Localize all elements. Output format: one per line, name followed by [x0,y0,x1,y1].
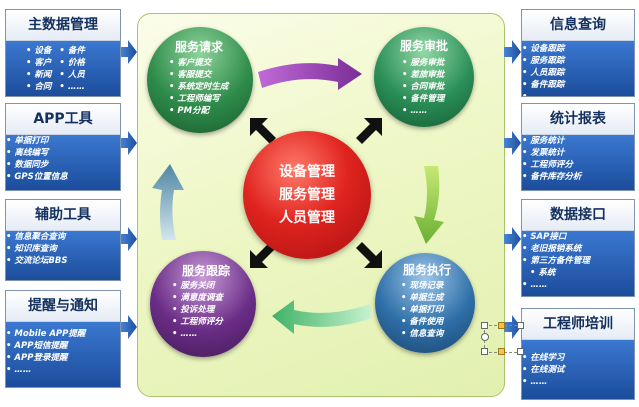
list-item: APP短信提醒 [6,340,120,352]
list-item: 现场记录 [401,280,443,292]
selection-handles[interactable] [481,322,524,355]
box-title: 辅助工具 [6,200,120,231]
right-connector-arrows [504,40,521,339]
list-item: 单据生成 [401,292,443,304]
list-item: 客户 [26,57,51,69]
list-item: 第三方备件管理 [522,255,634,267]
list-item: 在线测试 [522,364,634,376]
stage-title: 服务跟踪 [182,264,231,278]
list-item: 工程师编写 [169,93,228,105]
list-item: …… [59,81,85,93]
list-item: 备件 [59,45,85,57]
center-line: 服务管理 [279,187,335,203]
center-core: 设备管理 服务管理 人员管理 [243,131,371,259]
list-item: 工程师评分 [172,316,223,328]
cycle-arrow-left [152,164,184,240]
list-item: 设备跟踪 [522,43,634,55]
inward-arrows [250,118,382,268]
list-item: GPS位置信息 [6,171,120,183]
list-item: 老旧报销系统 [522,243,634,255]
stage-title: 服务审批 [400,39,449,53]
list-item: 人员 [59,69,85,81]
list-item: 备件库存分析 [522,171,634,183]
list-item: …… [402,105,444,117]
cycle-arrow-top [258,58,362,90]
box-reminders: 提醒与通知 Mobile APP提醒 APP短信提醒 APP登录提醒 …… [5,290,121,388]
list-item: 服务关闭 [172,280,223,292]
list-item: 服务统计 [522,135,634,147]
left-connector-arrows [120,40,137,339]
list-item: 备件管理 [402,93,444,105]
box-title: 数据接口 [522,200,634,231]
list-item: 离线编写 [6,147,120,159]
box-reports: 统计报表 服务统计 发票统计 工程师评分 备件库存分析 [521,103,635,191]
stage-approve: 服务审批 服务审批 差旅审批 合同审批 备件管理 …… [374,27,474,127]
list-item: 合同审批 [402,81,444,93]
list-item: 价格 [59,57,85,69]
center-line: 人员管理 [279,210,335,226]
list-item: 新闻 [26,69,51,81]
cycle-arrow-right [414,166,444,244]
stage-title: 服务执行 [403,263,452,277]
list-item: 人员跟踪 [522,67,634,79]
box-title: APP工具 [6,104,120,135]
list-item: 满意度调查 [172,292,223,304]
list-item: SAP接口 [522,231,634,243]
list-item: 发票统计 [522,147,634,159]
box-master-data: 主数据管理 设备 客户 新闻 合同 备件 价格 人员 …… [5,9,121,97]
stage-request: 服务请求 客户提交 客服提交 系统定时生成 工程师编写 PM分配 [147,27,253,133]
list-item-continued: 系统 [522,267,634,279]
list-item: 设备 [26,45,51,57]
list-item: 在线学习 [522,352,634,364]
box-engineer-training: 工程师培训 在线学习 在线测试 …… [521,308,635,400]
list-item: 交流论坛BBS [6,255,120,267]
col2: 备件 价格 人员 …… [59,45,85,93]
box-title: 信息查询 [522,10,634,41]
list-item: 单据打印 [6,135,120,147]
list-item: 客服提交 [169,69,228,81]
list-item: 系统定时生成 [169,81,228,93]
box-title: 提醒与通知 [6,291,120,322]
list-item: 合同 [26,81,51,93]
center-line: 设备管理 [279,164,335,180]
stage-title: 服务请求 [175,40,224,54]
list-item: 服务审批 [402,57,444,69]
stage-execute: 服务执行 现场记录 单据生成 单据打印 备件使用 信息查询 [375,253,475,353]
list-item: 投诉处理 [172,304,223,316]
box-title: 主数据管理 [6,10,120,41]
list-item: …… [522,91,634,96]
box-info-query: 信息查询 设备跟踪 服务跟踪 人员跟踪 备件跟踪 …… [521,9,635,97]
list-item: 知识库查询 [6,243,120,255]
col1: 设备 客户 新闻 合同 [26,45,51,93]
list-item: 信息查询 [401,328,443,340]
box-app-tools: APP工具 单据打印 离线编写 数据同步 GPS位置信息 [5,103,121,191]
list-item: 服务跟踪 [522,55,634,67]
box-data-interface: 数据接口 SAP接口 老旧报销系统 第三方备件管理 系统 …… [521,199,635,297]
list-item: 单据打印 [401,304,443,316]
box-title: 工程师培训 [522,309,634,340]
list-item: 工程师评分 [522,159,634,171]
list-item: …… [522,279,634,291]
list-item: PM分配 [169,105,228,117]
list-item: 客户提交 [169,57,228,69]
list-item: …… [172,328,223,340]
list-item: 备件跟踪 [522,79,634,91]
list-item: Mobile APP提醒 [6,328,120,340]
list-item: 数据同步 [6,159,120,171]
list-item: 备件使用 [401,316,443,328]
stage-track: 服务跟踪 服务关闭 满意度调查 投诉处理 工程师评分 …… [150,251,256,357]
list-item: …… [522,376,634,388]
list-item: 差旅审批 [402,69,444,81]
cycle-arrow-bottom [272,300,372,334]
box-aux-tools: 辅助工具 信息聚合查询 知识库查询 交流论坛BBS [5,199,121,281]
list-item: …… [6,364,120,376]
list-item: 信息聚合查询 [6,231,120,243]
box-title: 统计报表 [522,104,634,135]
list-item: APP登录提醒 [6,352,120,364]
